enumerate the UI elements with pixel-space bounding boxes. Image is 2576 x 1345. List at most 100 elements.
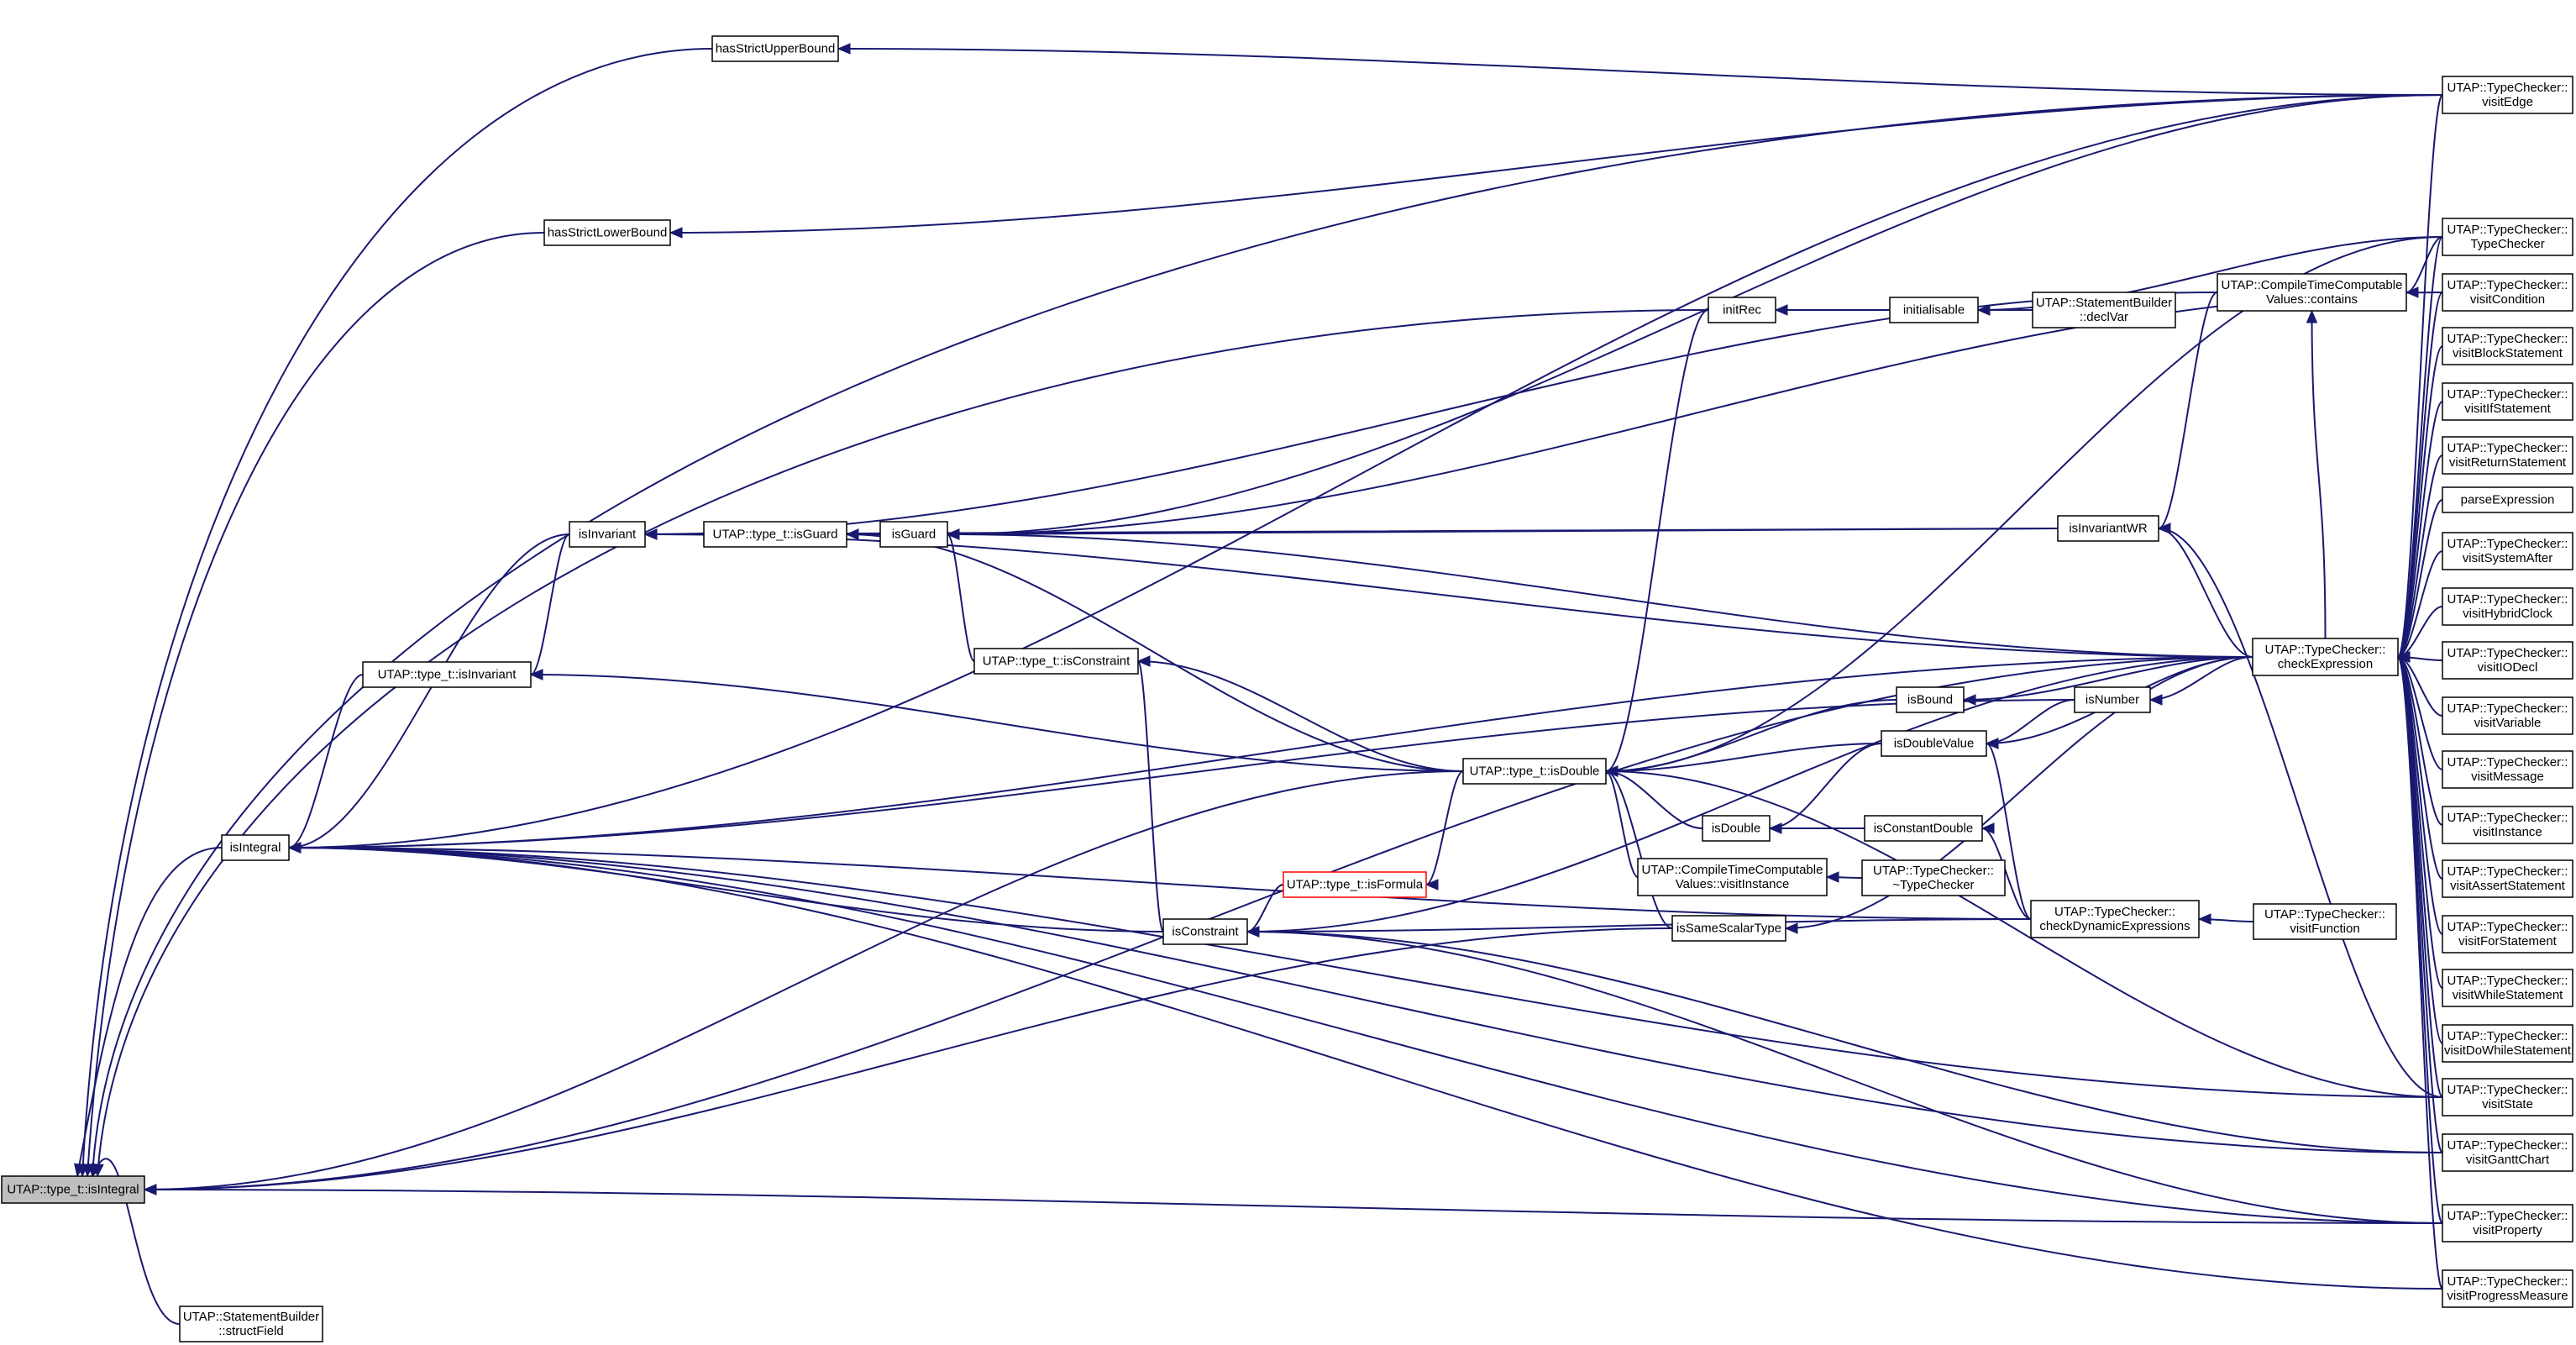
- node-checkdynamicexpressions[interactable]: UTAP::TypeChecker::checkDynamicExpressio…: [2030, 900, 2200, 938]
- node-tc-destructor[interactable]: UTAP::TypeChecker::~TypeChecker: [1861, 859, 2006, 896]
- call-edge: [1425, 770, 1464, 885]
- call-edge: [530, 533, 570, 675]
- node-visitcondition[interactable]: UTAP::TypeChecker::visitCondition: [2442, 273, 2573, 312]
- node-label: UTAP::CompileTimeComputable: [1642, 863, 1823, 877]
- node-visitstate[interactable]: UTAP::TypeChecker::visitState: [2442, 1078, 2573, 1116]
- node-isdouble[interactable]: isDouble: [1702, 815, 1771, 842]
- arrowhead: [2157, 523, 2171, 534]
- function-nodes: UTAP::type_t::isIntegral hasStrictUpperBo…: [1, 35, 2573, 1342]
- node-visitganttchart[interactable]: UTAP::TypeChecker::visitGanttChart: [2442, 1133, 2573, 1172]
- node-box: [543, 219, 671, 246]
- node-visitmessage[interactable]: UTAP::TypeChecker::visitMessage: [2442, 750, 2573, 789]
- call-edge: [947, 292, 2443, 535]
- arrowhead: [669, 227, 683, 239]
- node-visitifstatement[interactable]: UTAP::TypeChecker::visitIfStatement: [2442, 382, 2573, 421]
- node-type-isinvariant[interactable]: UTAP::type_t::isInvariant: [362, 661, 532, 688]
- node-isintegral-root[interactable]: UTAP::type_t::isIntegral: [1, 1175, 145, 1204]
- node-issamescalartype[interactable]: isSameScalarType: [1671, 915, 1786, 942]
- node-isdoublevalue[interactable]: isDoubleValue: [1881, 730, 1987, 757]
- call-edge: [288, 699, 2075, 849]
- arrowhead: [529, 669, 543, 680]
- node-hasstrictupperbound[interactable]: hasStrictUpperBound: [711, 35, 839, 62]
- call-edge: [1605, 236, 2443, 772]
- node-visitassertstatement[interactable]: UTAP::TypeChecker::visitAssertStatement: [2442, 859, 2573, 898]
- node-label: isDoubleValue: [1894, 737, 1975, 751]
- node-parseexpression[interactable]: parseExpression: [2442, 486, 2573, 513]
- node-box: [2442, 806, 2573, 844]
- node-label: UTAP::type_t::isDouble: [1470, 764, 1600, 779]
- call-edge: [288, 847, 2032, 920]
- node-box: [2442, 641, 2573, 680]
- node-declvar[interactable]: UTAP::StatementBuilder::declVar: [2032, 292, 2176, 328]
- node-type-isguard[interactable]: UTAP::type_t::isGuard: [703, 521, 847, 548]
- call-edge: [1246, 918, 2032, 933]
- node-label: visitWhileStatement: [2453, 988, 2564, 1002]
- node-isguard[interactable]: isGuard: [879, 521, 948, 548]
- arrowhead: [1246, 926, 1260, 938]
- node-label: visitMessage: [2471, 770, 2544, 784]
- edge-arrowheads: [74, 43, 2419, 1195]
- node-label: UTAP::TypeChecker::: [2264, 907, 2385, 922]
- node-label: visitProperty: [2473, 1223, 2542, 1237]
- node-visitforstatement[interactable]: UTAP::TypeChecker::visitForStatement: [2442, 915, 2573, 954]
- node-isinvariantwr[interactable]: isInvariantWR: [2057, 515, 2159, 542]
- call-edge: [1246, 656, 2253, 933]
- node-hasstrictlowerbound[interactable]: hasStrictLowerBound: [543, 219, 671, 246]
- node-label: visitEdge: [2482, 95, 2533, 109]
- node-visitiodecl[interactable]: UTAP::TypeChecker::visitIODecl: [2442, 641, 2573, 680]
- node-isinvariant[interactable]: isInvariant: [569, 521, 646, 548]
- node-box: [2442, 915, 2573, 954]
- node-label: isConstantDouble: [1874, 822, 1973, 836]
- node-label: UTAP::TypeChecker::: [2447, 1138, 2568, 1153]
- node-structfield[interactable]: UTAP::StatementBuilder::structField: [179, 1306, 323, 1342]
- node-label: visitVariable: [2474, 716, 2542, 730]
- arrowhead: [1768, 822, 1782, 834]
- node-isnumber[interactable]: isNumber: [2074, 686, 2151, 713]
- node-visitwhilestatement[interactable]: UTAP::TypeChecker::visitWhileStatement: [2442, 969, 2573, 1007]
- node-visitinstance[interactable]: UTAP::TypeChecker::visitInstance: [2442, 806, 2573, 844]
- node-box: [362, 661, 532, 688]
- node-label: UTAP::TypeChecker::: [2447, 81, 2568, 95]
- node-visitedge[interactable]: UTAP::TypeChecker::visitEdge: [2442, 76, 2573, 114]
- node-ctc-visitinstance[interactable]: UTAP::CompileTimeComputableValues::visit…: [1637, 858, 1828, 896]
- node-visitfunction[interactable]: UTAP::TypeChecker::visitFunction: [2253, 903, 2397, 940]
- node-isconstantdouble[interactable]: isConstantDouble: [1864, 815, 1983, 842]
- node-box: [1671, 915, 1786, 942]
- node-visitprogressmeasure[interactable]: UTAP::TypeChecker::visitProgressMeasure: [2442, 1269, 2573, 1308]
- call-edge: [97, 309, 1709, 1177]
- node-label: visitGanttChart: [2466, 1153, 2550, 1167]
- node-label: TypeChecker: [2470, 237, 2544, 251]
- call-edge: [288, 533, 570, 849]
- call-edge: [1769, 743, 1882, 829]
- node-visithybridclock[interactable]: UTAP::TypeChecker::visitHybridClock: [2442, 587, 2573, 626]
- node-label: isBound: [1907, 693, 1953, 707]
- node-type-isdouble[interactable]: UTAP::type_t::isDouble: [1462, 758, 1607, 785]
- node-initrec[interactable]: initRec: [1708, 297, 1776, 323]
- node-isbound[interactable]: isBound: [1896, 686, 1965, 713]
- node-ctc-contains[interactable]: UTAP::CompileTimeComputableValues::conta…: [2217, 273, 2407, 312]
- node-label: visitAssertStatement: [2450, 879, 2566, 893]
- arrowhead: [1136, 655, 1151, 667]
- node-box: [703, 521, 847, 548]
- node-isconstraint[interactable]: isConstraint: [1162, 918, 1248, 945]
- node-initialisable[interactable]: initialisable: [1889, 297, 1979, 323]
- node-typechecker[interactable]: UTAP::TypeChecker::TypeChecker: [2442, 218, 2573, 256]
- node-label: visitHybridClock: [2463, 607, 2552, 621]
- node-visitsystemafter[interactable]: UTAP::TypeChecker::visitSystemAfter: [2442, 532, 2573, 570]
- node-type-isconstraint[interactable]: UTAP::type_t::isConstraint: [973, 648, 1139, 675]
- call-edge: [92, 94, 2443, 1177]
- node-box: [2442, 969, 2573, 1007]
- node-label: isConstraint: [1172, 925, 1239, 939]
- node-visitvariable[interactable]: UTAP::TypeChecker::visitVariable: [2442, 696, 2573, 735]
- node-box: [2442, 1204, 2573, 1243]
- node-isintegral[interactable]: isIntegral: [221, 834, 290, 861]
- node-box: [2442, 750, 2573, 789]
- node-checkexpression[interactable]: UTAP::TypeChecker::checkExpression: [2252, 638, 2399, 676]
- node-type-isformula[interactable]: UTAP::type_t::isFormula: [1283, 871, 1427, 898]
- node-visitdowhilestatement[interactable]: UTAP::TypeChecker::visitDoWhileStatement: [2442, 1024, 2573, 1063]
- node-visitproperty[interactable]: UTAP::TypeChecker::visitProperty: [2442, 1204, 2573, 1243]
- call-edge: [288, 847, 1164, 933]
- node-visitreturnstatement[interactable]: UTAP::TypeChecker::visitReturnStatement: [2442, 436, 2573, 475]
- node-box: [2442, 859, 2573, 898]
- node-visitblockstatement[interactable]: UTAP::TypeChecker::visitBlockStatement: [2442, 327, 2573, 365]
